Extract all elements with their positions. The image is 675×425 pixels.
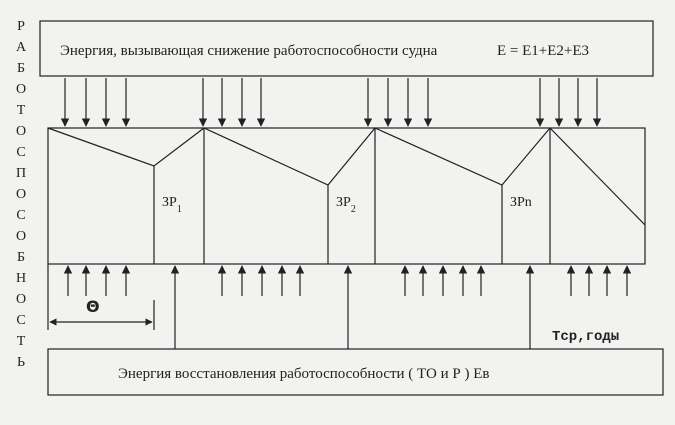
vertical-label-char: Т — [17, 334, 26, 349]
top-box-formula: E = E1+E2+E3 — [497, 43, 589, 59]
vertical-label-char: С — [16, 313, 25, 328]
segment-label-1: ЗР1 — [162, 195, 182, 215]
segment-separators — [153, 128, 551, 264]
restoration-arrows — [63, 265, 632, 296]
bottom-box-text: Энергия восстановления работоспособности… — [118, 366, 489, 382]
vertical-label-char: А — [16, 40, 27, 55]
vertical-label-char: Б — [17, 61, 25, 76]
vertical-label-char: С — [16, 208, 25, 223]
vertical-label-char: О — [16, 187, 26, 202]
bottom-energy-box — [47, 348, 664, 396]
time-axis-label: Тср,годы — [552, 329, 619, 345]
vertical-label-char: Ь — [17, 355, 25, 370]
vertical-label-char: О — [16, 229, 26, 244]
top-box-text: Энергия, вызывающая снижение работоспосо… — [60, 43, 438, 59]
vertical-label-char: Б — [17, 250, 25, 265]
theta-label: Θ — [86, 297, 100, 316]
vertical-label-char: О — [16, 124, 26, 139]
vertical-label-char: П — [16, 166, 26, 181]
segment-label-3: ЗРn — [510, 195, 532, 210]
timeline-frame — [47, 127, 646, 265]
restoration-feed-arrows — [170, 265, 535, 349]
vertical-label-char: Т — [17, 103, 26, 118]
vertical-label-char: О — [16, 82, 26, 97]
vertical-label-char: Н — [16, 271, 26, 286]
top-energy-box — [39, 20, 654, 77]
vertical-label-char: С — [16, 145, 25, 160]
vertical-label-char: Р — [17, 19, 25, 34]
degradation-arrows — [60, 78, 602, 127]
vertical-label-char: О — [16, 292, 26, 307]
capability-sawtooth-line — [47, 127, 646, 226]
segment-label-2: ЗР2 — [336, 195, 356, 215]
